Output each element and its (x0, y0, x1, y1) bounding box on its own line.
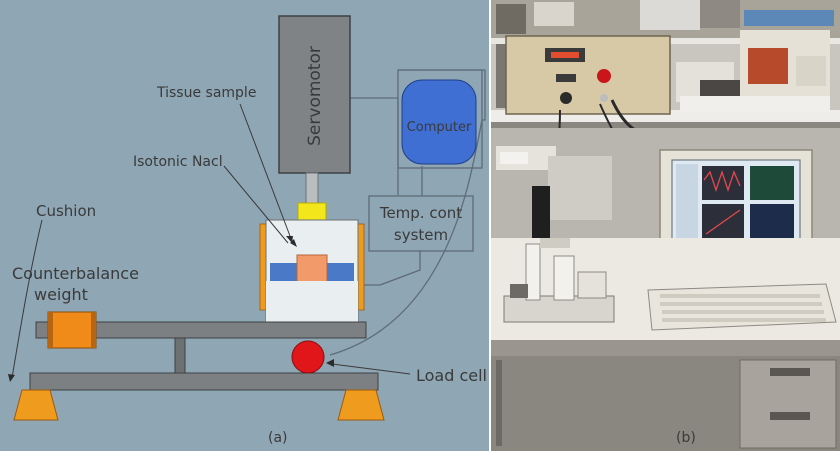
temp-control-label-2: system (394, 226, 448, 244)
temp-control-label-1: Temp. cont (379, 204, 462, 222)
actuator-shaft (306, 173, 318, 203)
servomotor-label: Servomotor (305, 46, 325, 146)
counterbalance-label-1: Counterbalance (12, 264, 139, 283)
control-unit (506, 36, 670, 114)
counterbalance-label-2: weight (34, 285, 88, 304)
cushion-label: Cushion (36, 202, 96, 220)
computer: Computer (398, 70, 482, 168)
tissue-sample (297, 255, 327, 285)
panel-b-photo: (b) (490, 0, 840, 451)
panel-a-caption: (a) (268, 430, 288, 446)
isotonic-nacl-label: Isotonic Nacl (133, 154, 223, 170)
keyboard-icon (648, 284, 836, 330)
panel-divider (489, 0, 491, 451)
panel-a-schematic: Servomotor Computer Temp. cont system (0, 0, 490, 451)
tissue-bath (260, 220, 364, 322)
load-cell-label: Load cell (416, 366, 487, 385)
tissue-sample-label: Tissue sample (156, 85, 256, 101)
panel-b-caption: (b) (676, 430, 696, 446)
counterbalance-weight (48, 312, 96, 348)
load-cell (292, 341, 324, 373)
servomotor: Servomotor (279, 16, 350, 173)
computer-label: Computer (407, 120, 472, 135)
